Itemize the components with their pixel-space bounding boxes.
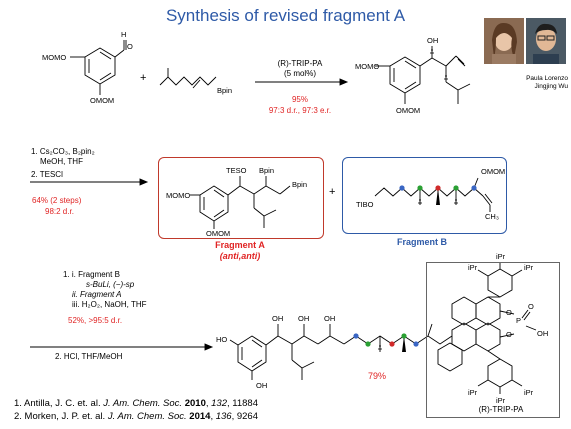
step1-catalyst: (R)-TRIP-PA [277,59,323,68]
label-omom-3: OMOM [206,229,231,238]
label-o-p-2: O [528,302,534,311]
label-bpin-1: Bpin [217,86,233,95]
step3-yield: 52%, >95:5 d.r. [68,316,123,325]
step1-selectivity: 97:3 d.r., 97:3 e.r. [268,106,332,115]
stereocenter-dots [353,185,477,347]
step3-line1: 1. i. Fragment B [63,270,120,279]
ref1-journal: J. Am. Chem. Soc. [103,398,183,409]
product1-benzene-ring [389,56,421,94]
label-oh-3: OH [272,314,284,323]
final-yield: 79% [368,371,387,381]
photo-paula-lorenzo [484,18,524,64]
label-ipr-5: iPr [524,388,534,397]
label-ipr-2: iPr [524,263,534,272]
ref1-pages: 11884 [232,398,258,409]
aldehyde-benzene-ring [84,47,116,85]
label-momo-2: MOMO [355,62,380,71]
step2-line2: MeOH, THF [40,157,83,166]
green-dot [417,185,423,191]
label-ipr-3: iPr [496,252,506,261]
slide-title: Synthesis of revised fragment A [165,6,406,25]
ref2-journal: J. Am. Chem. Soc. [107,411,187,422]
fragment-a-stereo: (anti,anti) [219,251,261,261]
ref1-volume: 132 [211,398,227,409]
label-momo-1: MOMO [42,53,67,62]
ref2-authors: 2. Morken, J. P. et. al. [14,411,108,422]
ref2-year: 2014 [189,411,211,422]
label-ch3: CH₃ [485,212,499,221]
final-product-benzene-ring [237,335,267,372]
step1-loading: (5 mol%) [283,69,316,78]
reference-2: 2. Morken, J. P. et. al. J. Am. Chem. So… [14,411,258,422]
label-p: P [516,316,522,325]
label-omom-2: OMOM [396,106,421,115]
portrait-woman-icon [484,18,524,64]
reference-1: 1. Antilla, J. C. et. al. J. Am. Chem. S… [14,398,258,409]
ref1-authors: 1. Antilla, J. C. et. al. [14,398,104,409]
fragment-b-label: Fragment B [396,237,447,247]
step3-line3: ii. Fragment A [72,290,122,299]
blue-dot [471,185,477,191]
trip-pa-catalyst-structure [437,262,537,394]
blue-dot [413,341,419,347]
ref2-pages: 9264 [236,411,258,422]
step2-dr: 98:2 d.r. [45,207,74,216]
caption-jingjing-wu: Jingjing Wu [534,82,568,90]
label-o-aldehyde: O [127,42,133,51]
wedge-bond-final [402,336,406,352]
portrait-man-icon [526,18,566,64]
step3-line4: iii. H₂O₂, NaOH, THF [72,300,147,309]
label-h-aldehyde: H [121,30,127,39]
fragment-b-chain [374,187,484,197]
green-dot [401,333,407,339]
step3-line5: 2. HCl, THF/MeOH [55,352,123,361]
step2-line3: 2. TESCl [31,170,63,179]
step3-line2: s-BuLi, (−)-sp [86,280,135,289]
fragment-a-benzene-ring [199,185,229,222]
red-dot [435,185,441,191]
step2-yield: 64% (2 steps) [32,196,82,205]
green-dot [365,341,371,347]
fragment-a-box [158,157,324,239]
photo-jingjing-wu [526,18,566,64]
label-oh-1: OH [427,36,439,45]
label-oh-5: OH [324,314,336,323]
label-ipr-6: iPr [496,396,506,405]
final-product-chain [343,335,453,345]
step1-yield: 95% [291,95,308,104]
label-ipr-4: iPr [468,388,478,397]
red-dot [389,341,395,347]
trip-pa-catalyst-box [426,262,560,418]
label-ho-1: HO [216,335,228,344]
label-teso: TESO [226,166,247,175]
ref2-volume: 136 [215,411,232,422]
fragment-a-label: Fragment A [215,240,265,250]
label-bpin-2: Bpin [259,166,275,175]
plus-sign-2: + [329,186,336,198]
blue-dot [399,185,405,191]
label-oh-p: OH [537,329,549,338]
green-dot [453,185,459,191]
plus-sign-1: + [140,72,147,84]
label-tibo: TIBO [356,200,374,209]
catalyst-label: (R)-TRIP-PA [478,405,524,414]
label-o-p-3: O [506,330,512,339]
wedge-bond [436,188,440,205]
ref1-year: 2010 [184,398,206,409]
hashed-bonds [378,49,458,350]
label-omom-1: OMOM [90,96,115,105]
caption-paula-lorenzo: Paula Lorenzo [526,75,568,82]
fragment-b-box [342,157,507,234]
blue-dot [353,333,359,339]
step2-line1: 1. Cs₂CO₃, B₂pin₂ [31,147,95,156]
allylboronate-chain [159,76,217,86]
label-oh-2: OH [256,381,268,390]
label-omom-4: OMOM [481,167,506,176]
label-bpin-3: Bpin [292,180,308,189]
label-ipr-1: iPr [468,263,478,272]
label-oh-4: OH [298,314,310,323]
label-momo-3: MOMO [166,191,191,200]
label-o-p-1: O [506,308,512,317]
